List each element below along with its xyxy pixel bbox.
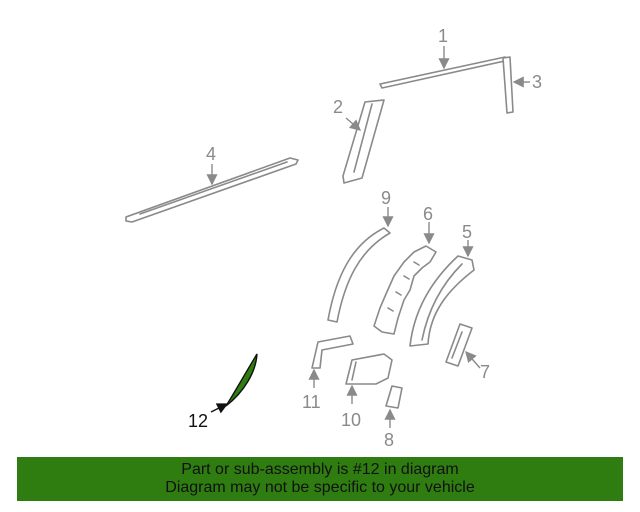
callout-8: 8 (384, 430, 394, 450)
callout-9: 9 (381, 188, 391, 208)
part-5-pillar-panel[interactable]: 5 (409, 222, 475, 347)
info-banner: Part or sub-assembly is #12 in diagram D… (17, 457, 623, 501)
callout-4: 4 (206, 144, 216, 164)
part-2-pillar-molding[interactable]: 2 (333, 97, 385, 184)
part-4-side-molding[interactable]: 4 (125, 144, 299, 223)
part-11-bent-trim[interactable]: 11 (302, 335, 354, 412)
banner-line-2: Diagram may not be specific to your vehi… (165, 479, 475, 496)
part-1-roof-molding[interactable]: 1 (379, 26, 510, 89)
callout-2: 2 (333, 97, 343, 117)
part-7-trim-piece[interactable]: 7 (445, 323, 490, 382)
callout-3: 3 (532, 72, 542, 92)
parts-diagram: 1 3 2 4 9 6 5 (125, 26, 542, 450)
part-10-step-trim[interactable]: 10 (341, 353, 393, 430)
callout-11: 11 (302, 392, 321, 412)
callout-1: 1 (438, 26, 448, 46)
part-6-pillar-bracket[interactable]: 6 (373, 204, 437, 335)
part-3-rear-molding[interactable]: 3 (502, 56, 542, 114)
banner-line-1: Part or sub-assembly is #12 in diagram (181, 461, 459, 478)
callout-5: 5 (462, 222, 472, 242)
part-9-pillar-trim[interactable]: 9 (327, 188, 394, 323)
callout-7: 7 (480, 362, 490, 382)
callout-6: 6 (423, 204, 433, 224)
part-8-clip[interactable]: 8 (384, 385, 403, 450)
callout-10: 10 (341, 410, 361, 430)
part-12-highlighted[interactable]: 12 (188, 353, 258, 431)
callout-12: 12 (188, 411, 208, 431)
